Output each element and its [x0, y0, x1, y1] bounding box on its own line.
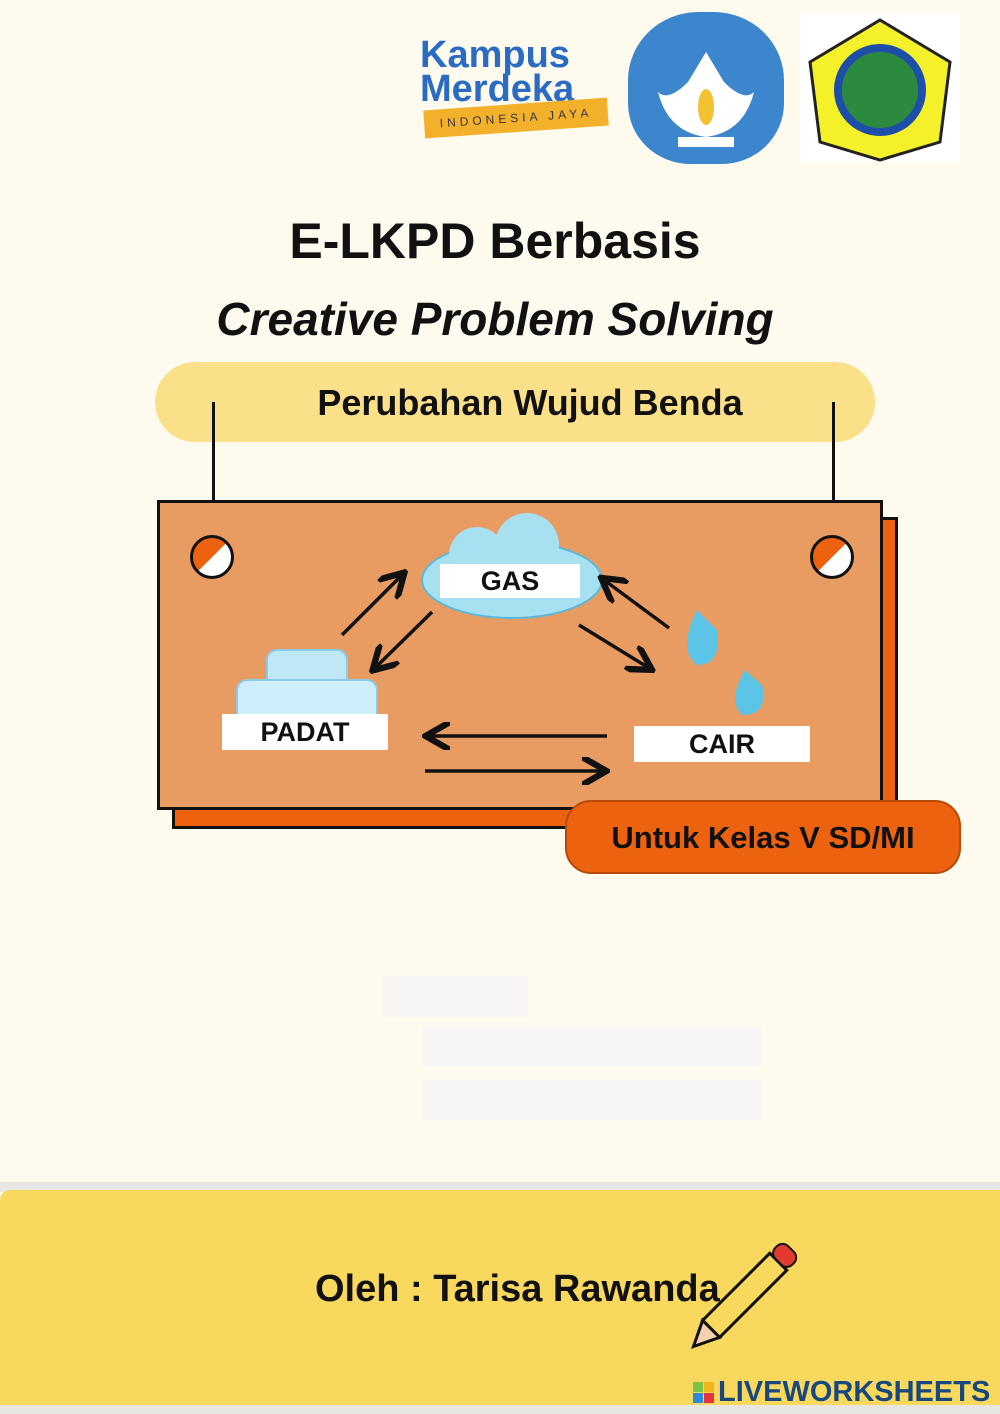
footer-band	[0, 1190, 1000, 1405]
eagle-emblem-icon	[658, 52, 754, 147]
label-padat: PADAT	[222, 714, 388, 750]
answer-field-1[interactable]	[383, 976, 528, 1017]
university-seal-icon	[808, 18, 952, 162]
hanging-string	[212, 402, 215, 552]
answer-field-2[interactable]	[423, 1026, 761, 1067]
liveworksheets-logo: LIVEWORKSHEETS	[693, 1376, 990, 1409]
page-title: E-LKPD Berbasis	[289, 213, 701, 269]
board-hole	[190, 535, 234, 579]
board-hole	[810, 535, 854, 579]
water-drops-icon	[687, 610, 764, 715]
page-subtitle: Creative Problem Solving	[216, 293, 774, 345]
pencil-icon	[690, 1242, 798, 1350]
brand-name: LIVEWORKSHEETS	[718, 1376, 991, 1408]
live-blocks-icon	[693, 1382, 714, 1403]
footer-divider	[0, 1182, 1000, 1192]
label-gas: GAS	[440, 564, 580, 598]
bottom-border	[0, 1405, 1000, 1414]
topic-title: Perubahan Wujud Benda	[317, 382, 743, 423]
state-change-diagram	[236, 513, 764, 810]
arrow-gas-to-cair	[578, 623, 649, 668]
logo-text: Kampus	[420, 34, 570, 76]
tut-wuri-handayani-logo	[628, 12, 784, 164]
answer-field-3[interactable]	[423, 1080, 761, 1120]
pgri-palembang-logo	[800, 12, 960, 162]
class-badge: Untuk Kelas V SD/MI	[565, 800, 961, 874]
author-label: Oleh : Tarisa Rawanda	[315, 1268, 720, 1310]
arrow-padat-to-gas	[340, 575, 402, 637]
arrow-gas-to-padat	[375, 610, 434, 668]
arrow-cair-to-gas	[604, 580, 671, 630]
topic-banner	[155, 362, 875, 442]
label-cair: CAIR	[634, 726, 810, 762]
hanging-string	[832, 402, 835, 552]
